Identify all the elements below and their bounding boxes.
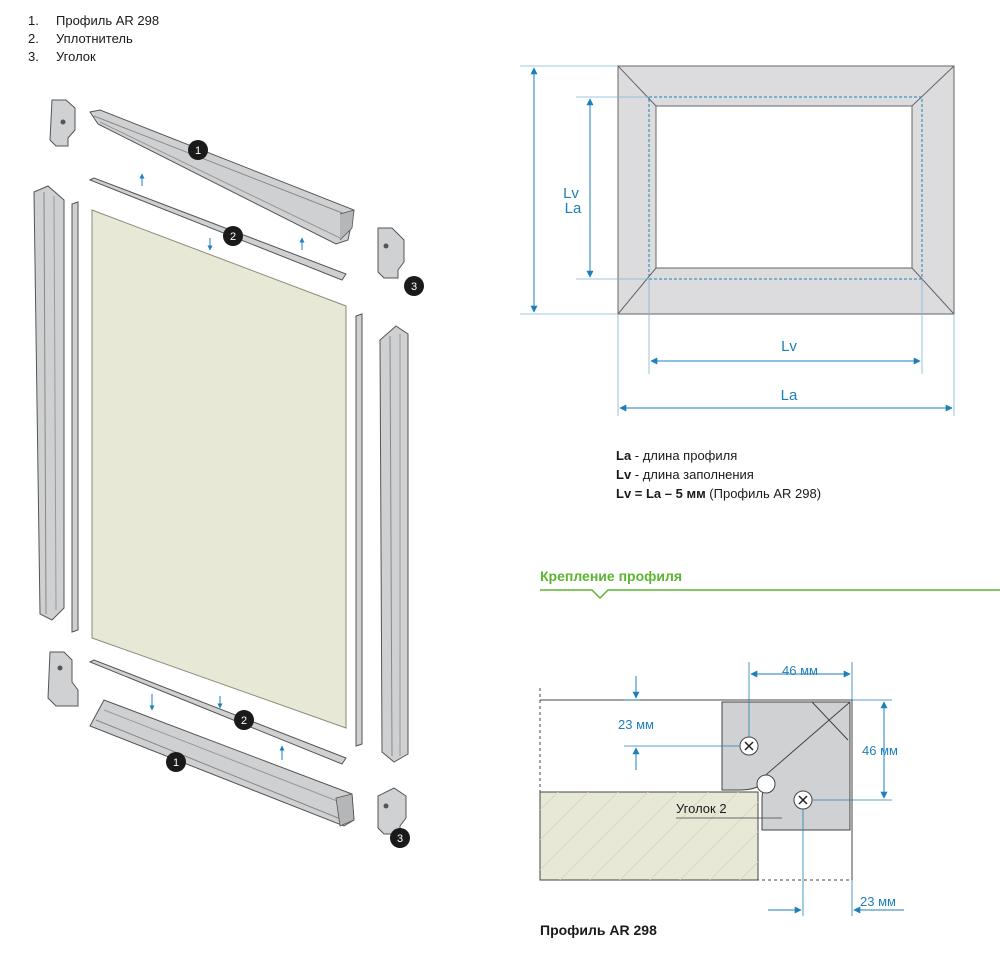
frame-opening [655,105,913,269]
formula-text: - длина заполнения [631,467,754,482]
screw-icon [793,790,813,810]
callout-2-bottom: 2 [234,710,254,730]
detail-caption: Профиль AR 298 [540,922,657,938]
legend-label: Профиль AR 298 [56,13,160,28]
corner-bracket-right-bottom [377,787,407,835]
assembly-arrows [139,173,305,760]
legend-item: 2. Уплотнитель [28,30,159,48]
dimension-23-bottom: 23 мм [860,894,896,909]
formula-line: Lv = La – 5 мм (Профиль AR 298) [616,484,821,503]
screw-icon [739,736,759,756]
corner-bracket-top-left [49,99,76,147]
formula-term: Lv = La – 5 мм [616,486,706,501]
legend-label: Уголок [56,49,96,64]
la-vertical-label: La [565,200,582,217]
top-seal [88,177,347,281]
legend-number: 1. [28,13,39,28]
formula-text: (Профиль AR 298) [705,486,822,501]
callout-2-top: 2 [223,226,243,246]
dimension-23-left: 23 мм [618,717,654,732]
extension-lines [520,65,955,416]
detail-dimension-arrows [632,670,904,914]
frame-dimension-diagram: Lv La Lv La [520,65,955,416]
right-profile [379,325,409,763]
filler-panel [91,209,347,729]
section-title: Крепление профиля [540,568,683,584]
formula-line: La - длина профиля [616,446,821,465]
callout-number: 1 [173,757,179,769]
right-seal [355,313,363,747]
dimension-arrows [530,67,953,412]
parts-legend: 1. Профиль AR 298 2. Уплотнитель 3. Уголок [28,12,159,66]
legend-number: 3. [28,49,39,64]
left-seal [71,201,79,633]
profile-outline [540,699,853,880]
callout-number: 2 [241,715,247,727]
callout-number: 1 [195,145,201,157]
dimension-46-top: 46 мм [782,663,818,678]
glass-filler [539,791,759,881]
dimension-46-right: 46 мм [862,743,898,758]
callout-number: 2 [230,231,236,243]
lv-horizontal-label: Lv [781,338,797,355]
legend-number: 2. [28,31,39,46]
legend-item: 3. Уголок [28,48,159,66]
lv-vertical-label: Lv [563,185,579,202]
bottom-seal [88,659,347,765]
legend-item: 1. Профиль AR 298 [28,12,159,30]
callout-1-top: 1 [188,140,208,160]
bracket-bevel [722,701,850,741]
formula-term: La [616,448,632,463]
callout-number: 3 [411,281,417,293]
detail-extension-lines [624,662,892,916]
callout-3-top: 3 [404,276,424,296]
section-divider [540,589,1000,600]
callout-1-bottom: 1 [166,752,186,772]
formula-term: Lv [616,467,632,482]
formula-text: - длина профиля [631,448,738,463]
formula-block: La - длина профиля Lv - длина заполнения… [616,446,821,503]
bottom-profile [89,699,355,827]
legend-label: Уплотнитель [56,31,133,46]
corner-bracket-bottom-left [47,651,79,707]
top-profile [89,109,355,245]
callout-number: 3 [397,833,403,845]
bracket-notch [756,774,776,794]
mounting-detail: 46 мм 23 мм 46 мм 23 мм Уголок 2 [539,662,904,916]
formula-line: Lv - длина заполнения [616,465,821,484]
frame-miters [617,65,955,315]
exploded-view: 1 2 3 2 1 3 [33,99,424,848]
corner-bracket-right-top [377,227,405,279]
callout-3-bottom: 3 [390,828,410,848]
left-profile [33,185,65,621]
miter-line [759,701,851,781]
corner-label: Уголок 2 [676,801,727,816]
filler-outline [648,96,923,280]
la-horizontal-label: La [781,387,798,404]
